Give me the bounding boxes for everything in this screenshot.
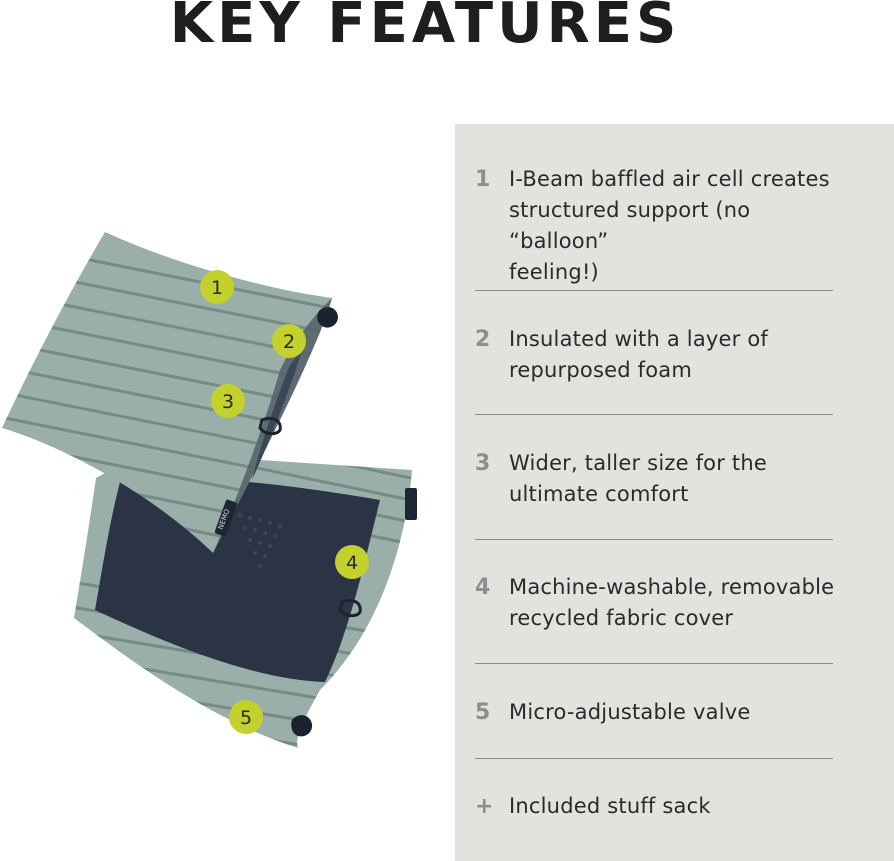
feature-text: Included stuff sack: [509, 791, 711, 822]
feature-text: Wider, taller size for the ultimate comf…: [509, 448, 767, 510]
feature-item-extra: + Included stuff sack: [475, 791, 835, 822]
feature-bullet-plus-icon: +: [475, 794, 494, 819]
callout-1: 1: [200, 270, 234, 304]
feature-text-line: structured support (no “balloon”: [509, 198, 751, 253]
feature-number: 1: [475, 167, 491, 192]
feature-text-line: feeling!): [509, 260, 599, 284]
feature-text: I-Beam baffled air cell creates structur…: [509, 164, 835, 288]
feature-number: 3: [475, 451, 491, 476]
back-pillow: [74, 454, 417, 749]
callout-4: 4: [335, 545, 369, 579]
feature-text-line: ultimate comfort: [509, 482, 689, 506]
feature-item-5: 5 Micro-adjustable valve: [475, 697, 835, 728]
feature-number: 2: [475, 327, 491, 352]
divider: [475, 758, 833, 759]
feature-item-2: 2 Insulated with a layer of repurposed f…: [475, 324, 835, 386]
feature-text-line: Micro-adjustable valve: [509, 700, 751, 724]
divider: [475, 663, 833, 664]
divider: [475, 414, 833, 415]
callout-5-label: 5: [240, 707, 252, 729]
brand-label: [405, 488, 417, 520]
divider: [475, 539, 833, 540]
callout-2-label: 2: [283, 331, 295, 353]
feature-text-line: repurposed foam: [509, 358, 692, 382]
callout-3-label: 3: [222, 391, 234, 413]
bottom-valve-icon: [291, 715, 313, 737]
feature-item-1: 1 I-Beam baffled air cell creates struct…: [475, 164, 835, 288]
page-title: KEY FEATURES: [169, 0, 681, 56]
feature-text: Machine-washable, removable recycled fab…: [509, 572, 834, 634]
brand-tag: [214, 499, 238, 537]
callout-1-label: 1: [211, 277, 223, 299]
feature-text-line: recycled fabric cover: [509, 606, 734, 630]
callout-5: 5: [229, 700, 263, 734]
feature-number: 5: [475, 700, 491, 725]
feature-text-line: Wider, taller size for the: [509, 451, 767, 475]
mesh-panel: [95, 478, 380, 682]
feature-item-3: 3 Wider, taller size for the ultimate co…: [475, 448, 835, 510]
top-valve-icon: [317, 307, 338, 328]
feature-text: Micro-adjustable valve: [509, 697, 751, 728]
feature-text-line: Included stuff sack: [509, 794, 711, 818]
feature-text-line: Machine-washable, removable: [509, 575, 835, 599]
feature-text-line: I-Beam baffled air cell creates: [509, 167, 830, 191]
loop-tab: [338, 598, 362, 618]
feature-item-4: 4 Machine-washable, removable recycled f…: [475, 572, 835, 634]
feature-text-line: Insulated with a layer of: [509, 327, 768, 351]
callout-2: 2: [272, 324, 306, 358]
callout-4-label: 4: [346, 552, 358, 574]
pillow-illustration: NEMO 1 2 3 4 5: [2, 232, 417, 749]
callout-3: 3: [211, 384, 245, 418]
features-panel: 1 I-Beam baffled air cell creates struct…: [455, 124, 894, 861]
feature-text: Insulated with a layer of repurposed foa…: [509, 324, 768, 386]
feature-number: 4: [475, 575, 491, 600]
divider: [475, 290, 833, 291]
